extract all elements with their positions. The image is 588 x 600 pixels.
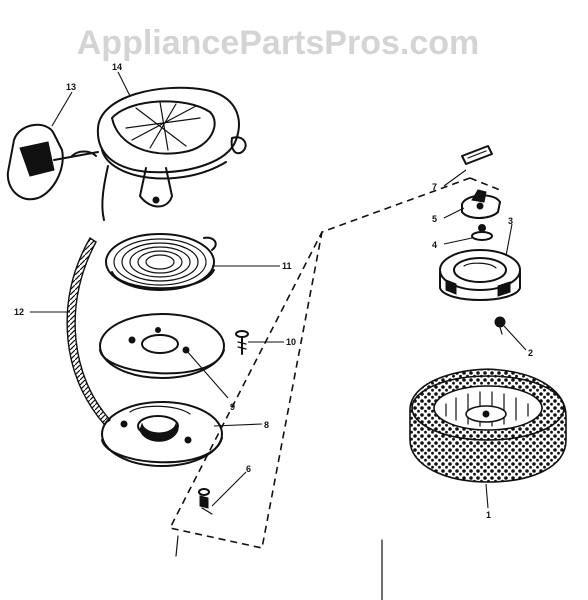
callout-9: 9 xyxy=(230,402,235,412)
part-1-flywheel xyxy=(409,368,567,483)
callout-12: 12 xyxy=(14,307,24,317)
stray-mark-bottom-left xyxy=(175,535,179,557)
callout-11: 11 xyxy=(282,261,292,271)
callout-10: 10 xyxy=(286,337,296,347)
callout-13: 13 xyxy=(66,82,76,92)
part-2-screw xyxy=(494,316,506,335)
callout-8: 8 xyxy=(264,420,269,430)
watermark-text: AppliancePartsPros.com xyxy=(77,24,479,62)
callout-2: 2 xyxy=(528,348,533,358)
part-7-pawl xyxy=(461,145,493,165)
part-4-washer xyxy=(471,224,493,241)
part-14-starter-housing xyxy=(96,86,247,221)
callout-4: 4 xyxy=(432,240,437,250)
part-9-spring-plate xyxy=(99,313,225,379)
callout-14: 14 xyxy=(112,62,122,72)
callout-5: 5 xyxy=(432,214,437,224)
callout-6: 6 xyxy=(246,464,251,474)
part-3-starter-cup xyxy=(439,249,521,301)
part-6-bolt xyxy=(198,488,213,515)
part-12-starter-rope xyxy=(66,237,112,425)
part-13-pull-handle xyxy=(6,124,99,201)
callout-7: 7 xyxy=(432,182,437,192)
part-11-recoil-spring xyxy=(105,233,217,291)
part-10-screw xyxy=(235,330,249,355)
leader-lines xyxy=(30,71,527,509)
part-8-pulley xyxy=(101,401,223,467)
callout-3: 3 xyxy=(508,216,513,226)
part-5-retainer xyxy=(461,189,501,219)
callout-1: 1 xyxy=(486,510,491,520)
assembly-boundary-dashed-right xyxy=(469,177,501,191)
